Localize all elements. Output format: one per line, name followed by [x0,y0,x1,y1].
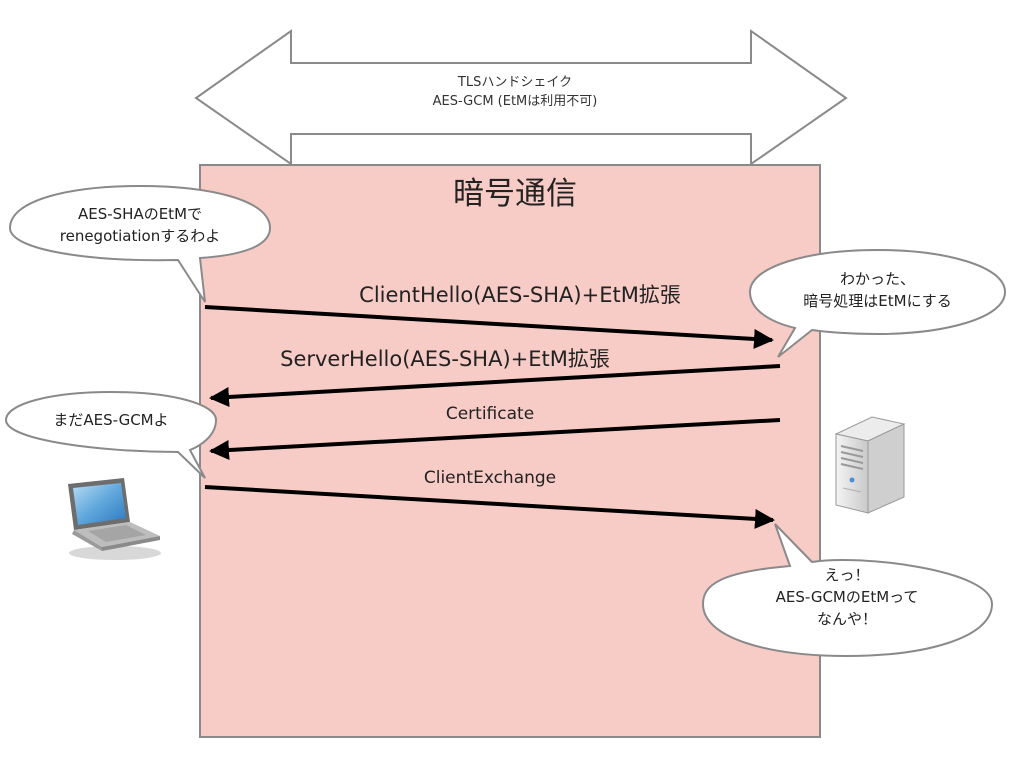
arrow-client-exchange [204,485,775,529]
banner-line-2: AES-GCM (EtMは利用不可) [432,93,598,109]
banner-line-1: TLSハンドシェイク [457,75,573,90]
message-label-server-hello: ServerHello(AES-SHA)+EtM拡張 [280,347,610,371]
client-bubble-mid-text: まだAES-GCMよ [16,410,206,432]
server-speech-bubble-top [748,248,1007,358]
client-bubble-top-text: AES-SHAのEtMで renegotiationするわよ [30,204,250,248]
server-bubble-bottom-line-2: AES-GCMのEtMって [775,587,919,606]
arrow-server-hello [209,364,781,407]
message-label-client-exchange: ClientExchange [423,468,557,488]
client-speech-bubble-mid [4,390,218,479]
message-label-certificate: Certificate [445,404,535,424]
region-title: 暗号通信 [453,176,577,212]
client-bubble-top-line-1: AES-SHAのEtMで [77,205,203,223]
client-speech-bubble-top [8,184,272,303]
server-bubble-top-text: わかった、 暗号処理はEtMにする [775,269,980,313]
arrow-certificate [209,418,781,461]
server-bubble-bottom-line-3: なんや！ [816,609,877,628]
server-bubble-top-line-2: 暗号処理はEtMにする [803,291,952,310]
server-tower-icon [834,416,906,514]
client-bubble-mid-line-1: まだAES-GCMよ [53,411,169,429]
client-bubble-top-line-2: renegotiationするわよ [59,226,221,245]
server-bubble-bottom-text: えっ！ AES-GCMのEtMって なんや！ [737,565,957,630]
handshake-banner-text: TLSハンドシェイク AES-GCM (EtMは利用不可) [395,74,635,112]
handshake-banner-arrow [194,29,848,166]
arrow-client-hello [204,305,774,349]
server-bubble-top-line-1: わかった、 [839,270,915,288]
server-bubble-bottom-line-1: えっ！ [824,566,870,584]
message-label-client-hello: ClientHello(AES-SHA)+EtM拡張 [359,283,681,307]
laptop-icon [68,478,161,560]
encrypted-communication-region [199,164,821,738]
server-speech-bubble-bottom [701,523,994,658]
